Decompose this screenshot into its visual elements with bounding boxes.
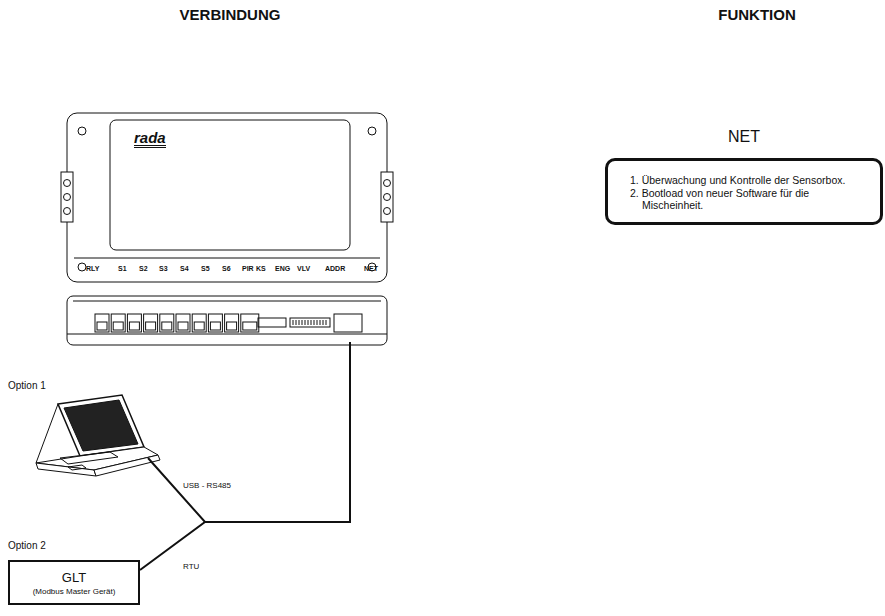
port-label: KS [256, 265, 266, 272]
port-label: S5 [201, 265, 210, 272]
port-label: RLY [86, 265, 99, 272]
cable [140, 342, 350, 570]
cable [148, 342, 350, 522]
device: rada [67, 113, 387, 346]
port-label: S3 [159, 265, 168, 272]
laptop: Option 1 [8, 380, 158, 480]
port-label: ADDR [325, 265, 345, 272]
port-label: VLV [297, 265, 310, 272]
port-label: S1 [118, 265, 127, 272]
edge-label: USB - RS485 [182, 481, 232, 490]
function-frame: 1. Überwachung und Kontrolle der Sensorb… [605, 158, 883, 225]
port-label: PIR [242, 265, 254, 272]
option-label: Option 1 [8, 380, 46, 391]
column-heading: VERBINDUNG [180, 6, 281, 23]
option-label: Option 2 [8, 540, 46, 551]
device-name: GLT [16, 570, 132, 586]
port-label: S4 [180, 265, 189, 272]
column-heading: FUNKTION [718, 6, 796, 23]
port-label: NET [364, 265, 378, 272]
brand-logo: rada [134, 131, 166, 148]
function-item: 2. Bootload von neuer Software für die M… [630, 187, 870, 212]
port-label: S6 [222, 265, 231, 272]
port-label: ENG [275, 265, 290, 272]
function-item: 1. Überwachung und Kontrolle der Sensorb… [630, 174, 870, 187]
edge-label: RTU [182, 562, 200, 571]
device-note: (Modbus Master Gerät) [16, 586, 132, 597]
bms-frame: GLT(Modbus Master Gerät) [8, 560, 140, 605]
bms-box: Option 2 GLT(Modbus Master Gerät) [6, 540, 146, 614]
function-box: NET 1. Überwachung und Kontrolle der Sens… [605, 128, 883, 225]
port-label: S2 [139, 265, 148, 272]
box-heading: NET [728, 128, 760, 146]
